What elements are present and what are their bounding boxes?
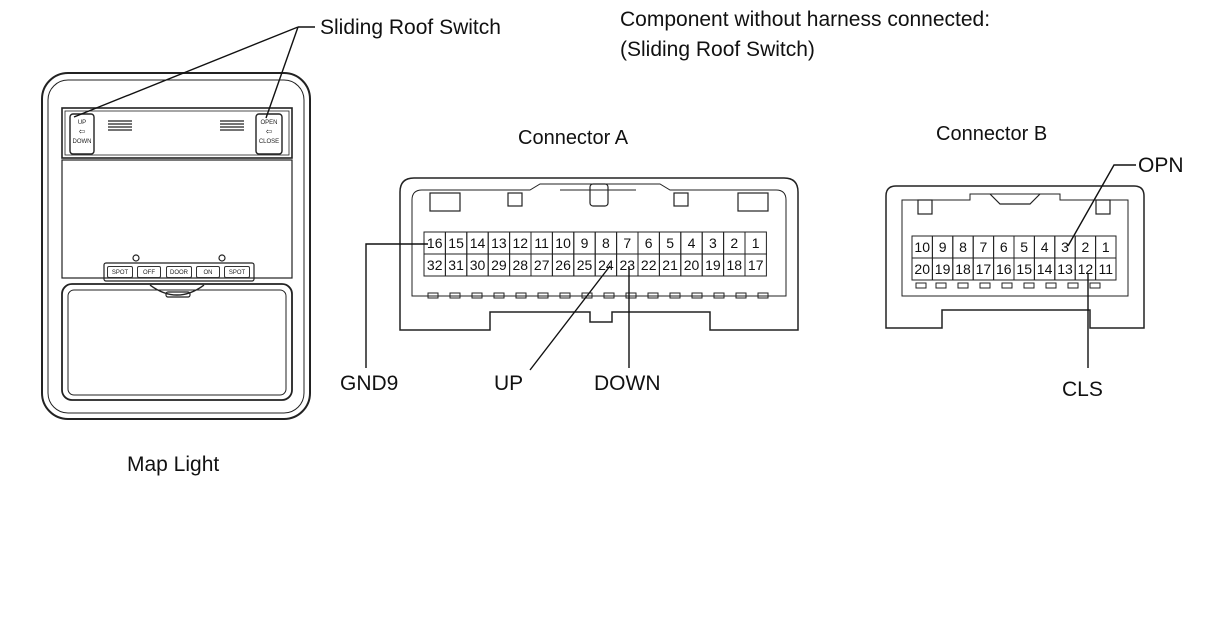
connector-a-pin-27: 27 (534, 257, 550, 273)
map-light-unit (41, 72, 311, 420)
switch-up-label: UP (77, 120, 87, 126)
connector-b-pin-2: 2 (1082, 239, 1090, 255)
connector-a-pin-9: 9 (581, 235, 589, 251)
connector-b-title: Connector B (936, 123, 1048, 145)
sliding-roof-switch-label: Sliding Roof Switch (320, 16, 501, 39)
gnd9-label: GND9 (340, 372, 399, 395)
connector-a-pin-31: 31 (448, 257, 464, 273)
connector-a-pin-5: 5 (666, 235, 674, 251)
connector-a-pin-15: 15 (448, 235, 464, 251)
connector-a-pin-25: 25 (577, 257, 593, 273)
connector-a-pin-14: 14 (470, 235, 486, 251)
connector-b-pin-11: 11 (1099, 261, 1114, 277)
connector-b-pin-18: 18 (955, 261, 971, 277)
opn-label: OPN (1138, 154, 1184, 177)
connector-a-pin-8: 8 (602, 235, 610, 251)
map-light-button-spot-left: SPOT (107, 266, 133, 278)
connector-a-housing (399, 177, 799, 331)
connector-b-pin-6: 6 (1000, 239, 1008, 255)
connector-a-pin-12: 12 (513, 235, 529, 251)
connector-b-pin-7: 7 (980, 239, 988, 255)
connector-b-pin-10: 10 (914, 239, 930, 255)
connector-b-pin-4: 4 (1041, 239, 1049, 255)
connector-a-pin-32: 32 (427, 257, 443, 273)
connector-a-pin-18: 18 (727, 257, 743, 273)
cls-label: CLS (1062, 378, 1103, 401)
connector-b-pin-20: 20 (914, 261, 930, 277)
switch-arrow-icon: ⇦ (265, 127, 273, 136)
connector-a-pin-6: 6 (645, 235, 653, 251)
connector-a-pin-28: 28 (513, 257, 529, 273)
map-light-title: Map Light (127, 453, 220, 476)
connector-b-leaders (1067, 164, 1136, 368)
connector-a-pin-24: 24 (598, 257, 614, 273)
connector-a-pin-17: 17 (748, 257, 764, 273)
connector-b-pin-9: 9 (939, 239, 947, 255)
connector-b-housing (885, 185, 1145, 329)
sliding-roof-switch-leader (73, 26, 315, 119)
connector-b-pin-15: 15 (1016, 261, 1032, 277)
connector-a-pin-cell (744, 253, 767, 277)
connector-a-pin-22: 22 (641, 257, 657, 273)
connector-a-pin-4: 4 (688, 235, 696, 251)
connector-a-pin-19: 19 (705, 257, 721, 273)
header-line-1: Component without harness connected: (620, 8, 991, 31)
connector-b-pin-12: 12 (1078, 261, 1094, 277)
down-label: DOWN (594, 372, 661, 395)
connector-a-pin-7: 7 (623, 235, 631, 251)
switch-down-label: DOWN (72, 139, 92, 145)
connector-a-pin-30: 30 (470, 257, 486, 273)
connector-b-pin-1: 1 (1102, 239, 1110, 255)
connector-b-pin-5: 5 (1020, 239, 1028, 255)
connector-b-pin-13: 13 (1057, 261, 1073, 277)
connector-a-pin-2: 2 (730, 235, 738, 251)
connector-a-pin-11: 11 (534, 235, 549, 251)
connector-a-pin-20: 20 (684, 257, 700, 273)
connector-a-pin-1: 1 (752, 235, 760, 251)
switch-arrow-icon: ⇦ (78, 127, 86, 136)
connector-a-pin-21: 21 (662, 257, 678, 273)
map-light-button-spot-right: SPOT (224, 266, 250, 278)
connector-a-pin-10: 10 (555, 235, 571, 251)
map-light-button-door: DOOR (166, 266, 192, 278)
connector-a-title: Connector A (518, 127, 629, 149)
switch-open-label: OPEN (260, 120, 278, 126)
switch-close-label: CLOSE (258, 139, 280, 145)
connector-a-pin-29: 29 (491, 257, 507, 273)
connector-b-pin-14: 14 (1037, 261, 1053, 277)
connector-b-pin-8: 8 (959, 239, 967, 255)
up-label: UP (494, 372, 524, 395)
connector-b-pin-cell (1095, 257, 1117, 281)
map-light-button-on: ON (196, 266, 220, 278)
connector-a-pin-3: 3 (709, 235, 717, 251)
connector-a-leaders (365, 243, 630, 371)
connector-b-pin-19: 19 (935, 261, 951, 277)
connector-a-pin-23: 23 (620, 257, 636, 273)
connector-b-pin-17: 17 (976, 261, 992, 277)
connector-a-pin-26: 26 (555, 257, 571, 273)
connector-a-pin-13: 13 (491, 235, 507, 251)
header-line-2: (Sliding Roof Switch) (620, 38, 815, 61)
connector-a-pin-16: 16 (427, 235, 443, 251)
connector-b-pin-3: 3 (1061, 239, 1069, 255)
map-light-button-off: OFF (137, 266, 161, 278)
connector-b-pin-16: 16 (996, 261, 1012, 277)
